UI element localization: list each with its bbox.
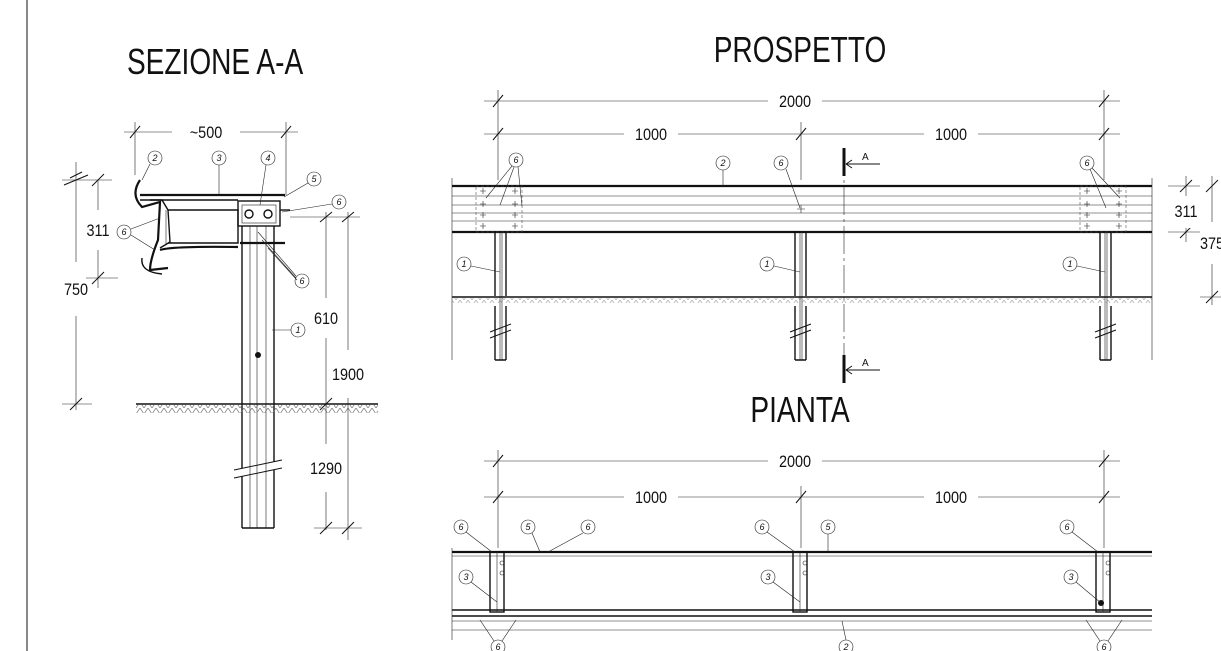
plan-posts [489,551,1111,613]
svg-text:4: 4 [265,153,270,163]
elevation-view: PROSPETTO 2000 1000 1000 [451,30,1221,383]
plan-view: PIANTA 2000 1000 1000 [451,390,1152,651]
plan-callouts: 6 5 6 6 5 6 3 3 3 6 2 6 [453,519,1123,651]
section-title: SEZIONE A-A [127,42,304,82]
svg-text:6: 6 [1084,158,1089,168]
svg-text:2: 2 [151,153,157,163]
svg-text:3: 3 [1068,572,1073,582]
svg-text:5: 5 [525,522,531,532]
svg-text:6: 6 [458,522,463,532]
elevation-dim-1000-right: 1000 [935,126,967,144]
svg-text:1: 1 [1067,259,1072,269]
plan-title: PIANTA [750,390,850,430]
section-dim-width: ~500 [190,124,223,142]
svg-text:1: 1 [461,259,466,269]
svg-text:6: 6 [759,522,764,532]
section-dim-1290: 1290 [310,460,342,478]
elevation-dim-1000-left: 1000 [635,126,667,144]
elevation-dim-2000: 2000 [779,93,811,111]
elevation-title: PROSPETTO [714,30,887,70]
plan-dim-1000-right: 1000 [935,489,967,507]
svg-text:6: 6 [1101,642,1106,651]
section-post [233,226,283,529]
svg-text:6: 6 [121,227,126,237]
svg-text:6: 6 [585,522,590,532]
svg-text:6: 6 [778,158,783,168]
svg-text:6: 6 [336,197,341,207]
svg-text:5: 5 [825,522,831,532]
elevation-dim-311: 311 [1174,203,1197,221]
svg-text:6: 6 [1064,522,1069,532]
section-callouts: 2 3 4 5 6 6 6 1 [116,150,347,338]
elevation-dim-375: 375 [1200,235,1221,253]
elevation-callouts: 6 2 6 6 1 1 1 [456,152,1121,273]
svg-text:3: 3 [216,153,221,163]
svg-text:2: 2 [719,158,725,168]
svg-text:6: 6 [299,276,304,286]
section-dim-1900: 1900 [332,366,364,384]
plan-dim-2000: 2000 [779,453,811,471]
svg-text:3: 3 [765,572,770,582]
elevation-posts [489,232,1117,361]
svg-text:6: 6 [495,642,500,651]
svg-text:2: 2 [842,642,848,651]
svg-text:3: 3 [463,572,468,582]
section-dim-750: 750 [64,281,88,299]
section-cut-label-top: A [862,152,869,163]
section-cut-label-bottom: A [862,358,869,369]
plan-dim-1000-left: 1000 [635,489,667,507]
section-dim-311: 311 [86,222,109,240]
section-view: SEZIONE A-A ~500 [62,42,378,540]
svg-text:6: 6 [513,155,518,165]
section-dim-610: 610 [314,310,338,328]
svg-text:1: 1 [764,259,769,269]
svg-text:1: 1 [295,325,300,335]
svg-text:5: 5 [311,174,317,184]
